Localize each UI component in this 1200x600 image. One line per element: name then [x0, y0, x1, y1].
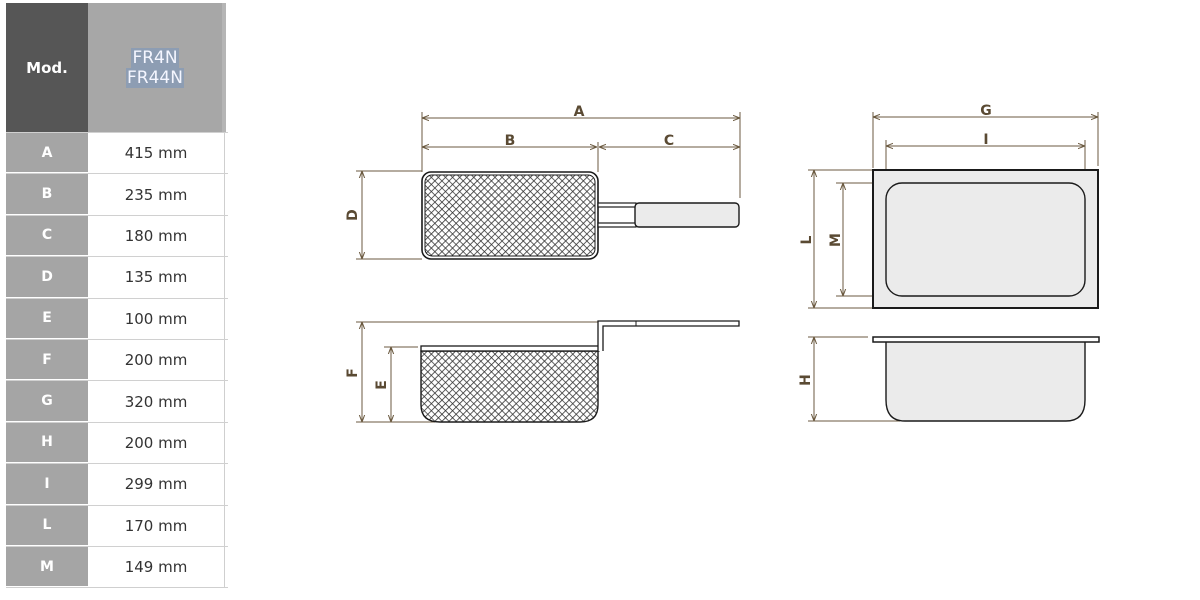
dimension-value: 135 mm [88, 257, 225, 298]
table-header: Mod. FR4N FR44N [6, 3, 228, 132]
dimension-label-b: B [505, 133, 516, 149]
model-header-label: Mod. [6, 3, 88, 132]
dimension-key: A [6, 133, 88, 174]
dimension-value: 299 mm [88, 464, 225, 505]
dimension-key: F [6, 339, 88, 381]
dimension-value: 200 mm [88, 339, 225, 381]
dimension-label-m: M [828, 233, 844, 247]
dimension-label-d: D [345, 209, 361, 221]
model-name: FR44N [126, 67, 184, 88]
dimension-value: 180 mm [88, 215, 225, 257]
dimension-value: 415 mm [88, 133, 225, 174]
dimension-value: 200 mm [88, 422, 225, 464]
dimension-key: I [6, 464, 88, 505]
dimension-value: 100 mm [88, 298, 225, 339]
dimension-key: H [6, 422, 88, 464]
pan-top-view: G I L M [799, 103, 1099, 309]
dimension-label-a: A [574, 104, 585, 120]
dimension-value: 170 mm [88, 505, 225, 546]
basket-top-view: A B C D [345, 104, 741, 260]
dimension-label-e: E [374, 380, 390, 390]
dimension-label-i: I [983, 132, 988, 148]
pan-side-view: H [798, 336, 1100, 422]
dimension-key: C [6, 215, 88, 257]
dimension-key: B [6, 174, 88, 215]
dimension-label-l: L [799, 235, 815, 244]
dimension-key: L [6, 505, 88, 546]
basket-side-view: F E [345, 320, 740, 423]
dimension-label-c: C [664, 133, 674, 149]
dimension-value: 149 mm [88, 546, 225, 588]
dimension-label-h: H [798, 374, 814, 386]
model-names: FR4N FR44N [88, 3, 226, 132]
dimension-value: 235 mm [88, 174, 225, 215]
dimension-key: E [6, 298, 88, 339]
dimension-value: 320 mm [88, 381, 225, 422]
dimension-label-f: F [345, 368, 361, 378]
dimension-key: G [6, 381, 88, 422]
dimension-key: M [6, 546, 88, 588]
dimension-key: D [6, 257, 88, 298]
dimension-label-g: G [980, 103, 992, 119]
model-name: FR4N [131, 47, 179, 68]
